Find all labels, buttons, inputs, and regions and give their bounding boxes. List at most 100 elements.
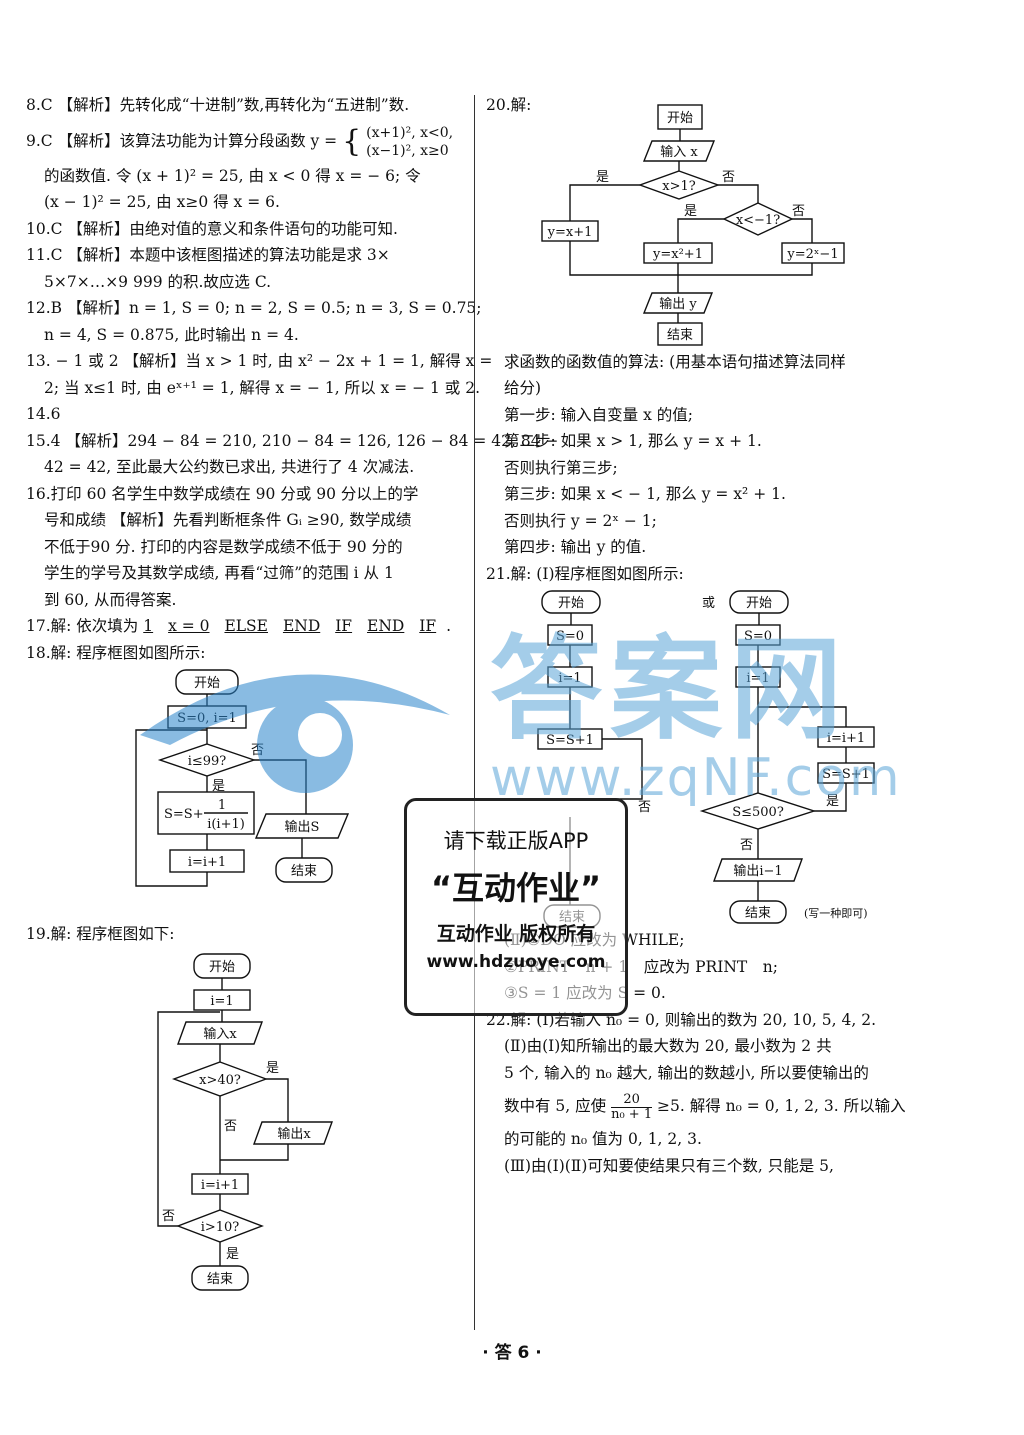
answer-20-steps: 求函数的函数值的算法: (用基本语句描述算法同样 给分) 第一步: 输入自变量 … [504,352,846,557]
fc19-output-label: 输出x [277,1126,311,1142]
answer-8: 8.C 【解析】先转化成“十进制”数,再转化为“五进制”数. [26,96,410,114]
fc21b-condition-label: S≤500? [732,805,784,820]
answer-13: 13. − 1 或 2 【解析】当 x > 1 时, 由 x² − 2x + 1… [26,352,493,370]
fc21b-no-label: 否 [740,838,753,853]
fill-7: IF [419,617,437,635]
fc20-assign-3-label: y=2ˣ−1 [786,247,838,262]
fc21b-end-label: 结束 [745,906,771,921]
fc20-no2-label: 否 [792,204,805,219]
answer-22: 22.解: (Ⅰ)若输入 n₀ = 0, 则输出的数为 20, 10, 5, 4… [486,1010,876,1029]
answer-20: 20.解: [486,96,532,114]
fc20-start-label: 开始 [667,111,693,126]
fc19-init-label: i=1 [210,994,233,1009]
fc18-end-label: 结束 [291,864,317,879]
fc20-condition-1-label: x>1? [662,179,695,194]
fc19-increment-label: i=i+1 [201,1178,239,1193]
fc20-no-label: 否 [722,170,735,185]
answer-12: 12.B 【解析】n = 1, S = 0; n = 2, S = 0.5; n… [26,299,482,317]
fc20-condition-1 [637,169,721,200]
fc21a-end-label: 结束 [559,910,585,925]
fc19-input-label: 输入x [203,1026,237,1042]
fc18-yes-label: 是 [212,779,225,794]
fc20-yes2-label: 是 [684,204,697,219]
flowchart-18: 开始 S=0, i=1 i≤99? 否 是 S=S+ 1 i(i+1) i=i+… [135,669,350,887]
fc18-output-label: 输出S [285,819,320,835]
answer-19: 19.解: 程序框图如下: [26,925,175,943]
fc20-condition-2 [722,201,794,236]
answer-22-fraction-line: 数中有 5, 应使 20 n₀ + 1 ≥5. 解得 n₀ = 0, 1, 2,… [504,1091,906,1122]
fc18-frac-num: 1 [218,798,226,813]
fc19-end-label: 结束 [207,1272,233,1287]
fc18-init-label: S=0, i=1 [177,711,237,726]
flowchart-21: 开始 S=0 i=1 S=S+1 否 结束 或 开始 S=0 i=1 i=i+1… [537,590,875,928]
fc19-end [191,1264,249,1291]
fc19-no-label: 否 [224,1119,237,1134]
answer-9: 9.C 【解析】该算法功能为计算分段函数 y = { (x+1)², x<0, … [26,123,454,159]
fc18-increment-label: i=i+1 [188,855,226,870]
fc19-condition-2-label: i>10? [201,1220,240,1235]
fc19-no2-label: 否 [162,1209,175,1224]
answer-13-cont: 2; 当 x≤1 时, 由 eˣ⁺¹ = 1, 解得 x = − 1, 所以 x… [44,378,480,397]
flowchart-19: 开始 i=1 输入x x>40? 是 输出x 否 i=i+1 i>10? 否 是… [157,952,333,1291]
fc21b-i1-label: i=1 [746,671,769,686]
fill-1: 1 [143,617,154,635]
fc19-output [253,1120,333,1145]
fc20-input-label: 输入 x [660,144,698,160]
fc21b-s0-label: S=0 [744,629,772,644]
fc21a-no-label: 否 [638,800,651,815]
fc21b-ss1-label: S=S+1 [822,767,870,782]
fill-4: END [282,617,321,635]
fc18-end [275,857,333,883]
fc18-frac-den: i(i+1) [207,817,245,832]
answer-17: 17.解: 依次填为 1 x = 0 ELSE END IF END IF. [26,617,452,635]
answer-16-cont1: 号和成绩 【解析】先看判断框条件 Gᵢ ≥90, 数学成绩 [44,511,412,529]
answer-21: 21.解: (Ⅰ)程序框图如图所示: [486,564,684,583]
fc19-condition-1-label: x>40? [199,1073,241,1088]
fc20-output [642,291,714,314]
answer-14: 14.6 [26,405,61,423]
fc21-note: (写一种即可) [804,906,868,920]
fc19-yes2-label: 是 [226,1247,239,1262]
fc21b-yes-label: 是 [826,794,839,809]
fc21b-output [713,858,803,882]
answer-15-cont: 42 = 42, 至此最大公约数已求出, 共进行了 4 次减法. [44,458,415,476]
answer-10: 10.C 【解析】由绝对值的意义和条件语句的功能可知. [26,219,398,238]
fill-3: ELSE [224,617,268,635]
fc18-start-label: 开始 [194,676,220,691]
fc18-output [254,813,350,839]
fill-2: x = 0 [168,617,210,635]
fc21b-ii1-label: i=i+1 [827,731,865,746]
answer-11: 11.C 【解析】本题中该框图描述的算法功能是求 3× [26,246,390,264]
left-column: 8.C 【解析】先转化成“十进制”数,再转化为“五进制”数. 9.C 【解析】该… [26,92,559,1313]
fc20-output-label: 输出 y [659,296,697,312]
answer-16: 16.打印 60 名学生中数学成绩在 90 分或 90 分以上的学 [26,484,419,503]
fc21a-ss1-label: S=S+1 [546,733,594,748]
fc20-condition-2-label: x<−1? [736,213,780,228]
fc18-condition-label: i≤99? [188,754,227,769]
fc20-end-label: 结束 [667,328,693,343]
fc21b-start-label: 开始 [746,596,772,611]
fc19-input [177,1020,263,1045]
fc21b-end [729,900,787,924]
page-number: · 答 6 · [482,1343,542,1363]
right-column: 20.解: 开始 输入 x x>1? 是 否 x<−1? 是 否 y=x+1 y… [486,92,998,1179]
answer-16-cont4: 到 60, 从而得答案. [44,590,177,609]
column-divider [474,95,475,1330]
fc21b-output-label: 输出i−1 [733,863,782,879]
answer-15: 15.4 【解析】294 − 84 = 210, 210 − 84 = 126,… [26,431,559,450]
fc21a-start-label: 开始 [558,596,584,611]
fc20-assign-3 [781,241,845,264]
answer-18: 18.解: 程序框图如图所示: [26,643,206,662]
answer-16-cont2: 不低于90 分. 打印的内容是数学成绩不低于 90 分的 [44,537,403,556]
fc20-end [657,321,703,346]
fc19-yes-label: 是 [266,1061,279,1076]
fc20-yes-label: 是 [596,170,609,185]
answer-21-part2: (Ⅱ)①DO 应改为 WHILE; ②PRINT n + 1 应改为 PRINT… [504,931,778,1002]
fc21a-s0-label: S=0 [556,629,584,644]
fc21-or-label: 或 [702,596,715,611]
flowchart-20: 开始 输入 x x>1? 是 否 x<−1? 是 否 y=x+1 y=x²+1 … [541,103,845,346]
answer-16-cont3: 学生的学号及其数学成绩, 再看“过筛”的范围 i 从 1 [44,564,394,582]
fc18-assign-prefix: S=S+ [164,807,204,822]
fc20-assign-2-label: y=x²+1 [652,247,703,262]
answer-11-cont: 5×7×…×9 999 的积.故应选 C. [44,272,272,291]
